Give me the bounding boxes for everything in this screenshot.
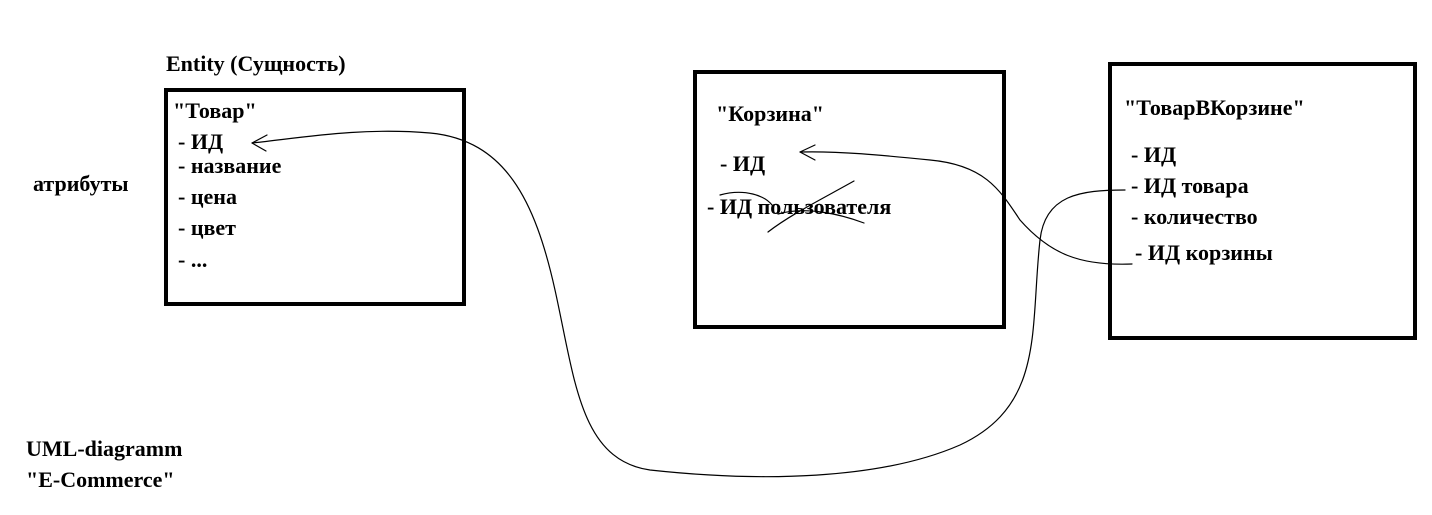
cart-attr-id: - ИД [720,151,766,176]
cart-attr-user-id: - ИД пользователя [707,194,892,219]
cart-item-attr-id: - ИД [1131,142,1177,167]
product-attr-more: - ... [178,247,208,272]
product-attr-price: - цена [178,184,237,209]
attributes-label: атрибуты [33,171,129,196]
diagram-title-line1: UML-diagramm [26,436,183,461]
entity-title-cart: "Корзина" [716,101,824,126]
cart-item-attr-product-id: - ИД товара [1131,173,1249,198]
entity-caption: Entity (Сущность) [166,51,346,76]
diagram-title-line2: "E-Commerce" [26,467,175,492]
product-attr-id: - ИД [178,129,224,154]
entity-title-product: "Товар" [173,98,257,123]
product-attr-name: - название [178,153,282,178]
cart-item-attr-cart-id: - ИД корзины [1135,240,1273,265]
cart-item-attr-quantity: - количество [1131,204,1258,229]
entity-title-cart-item: "ТоварВКорзине" [1124,95,1305,120]
product-attr-color: - цвет [178,215,236,240]
